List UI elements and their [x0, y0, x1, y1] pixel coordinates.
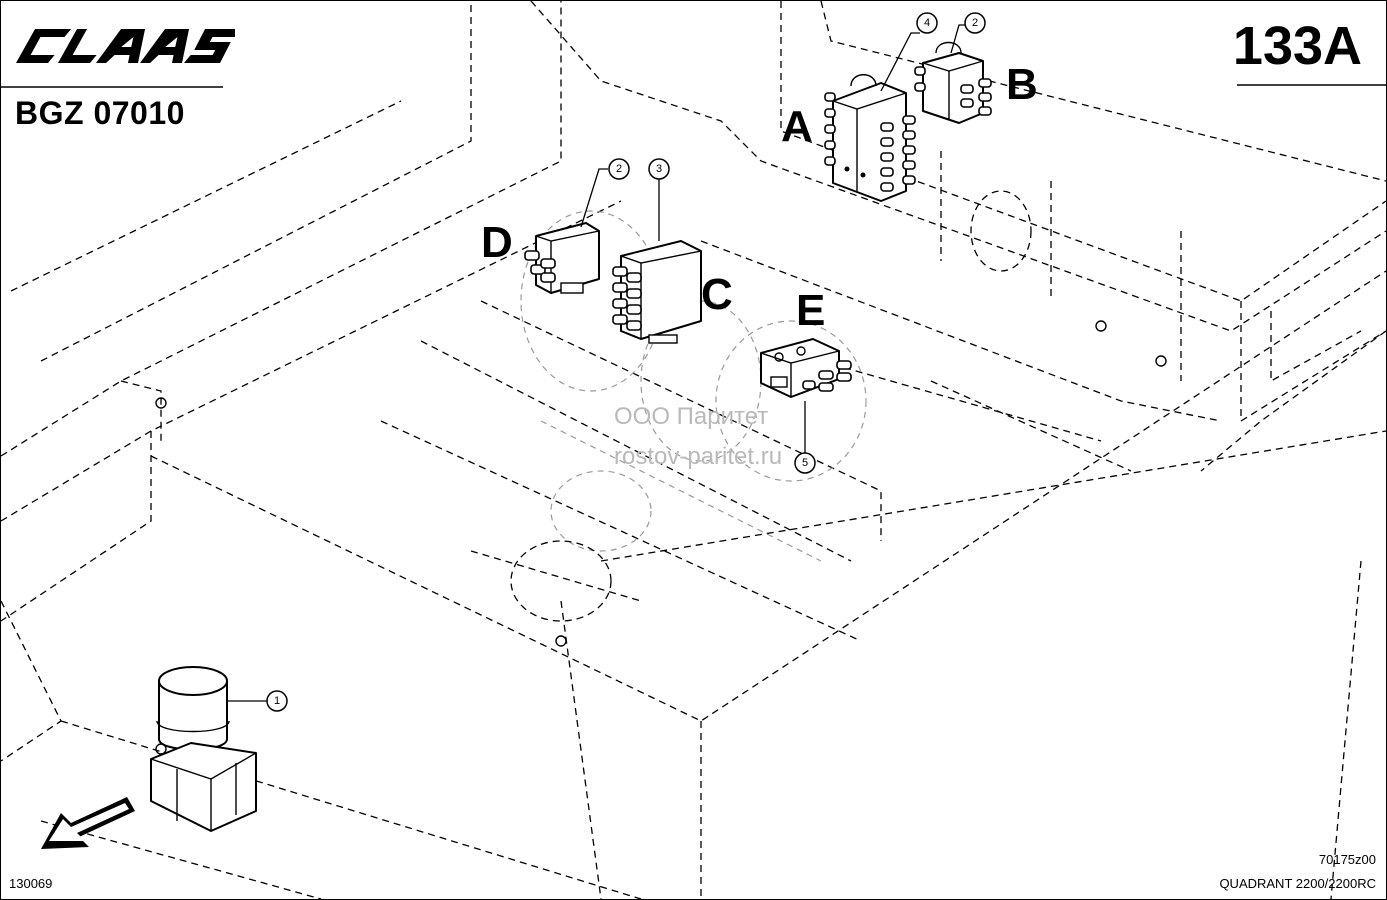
- watermark-company: ООО Паритет: [614, 403, 769, 430]
- label-b: B: [1006, 60, 1038, 109]
- direction-arrow-icon: [41, 797, 135, 849]
- watermark-website: rostov-paritet.ru: [614, 443, 783, 470]
- callout-1-number: 1: [274, 695, 280, 707]
- callout-2-number-b: 2: [972, 17, 978, 29]
- callout-2-block-d: 2: [608, 158, 630, 180]
- distributor-block-e: [760, 338, 852, 398]
- label-e: E: [796, 286, 826, 335]
- callout-5: 5: [794, 452, 816, 474]
- label-a: A: [781, 102, 813, 151]
- distributor-block-b: [914, 41, 992, 124]
- group-code: BGZ 07010: [15, 95, 185, 131]
- callout-4-number: 4: [924, 17, 930, 29]
- distributor-block-c: [612, 240, 702, 344]
- callout-3-number: 3: [656, 163, 662, 175]
- callout-2-number: 2: [616, 163, 622, 175]
- drawing-number: 70175z00: [1318, 852, 1376, 867]
- claas-logo-mark: [16, 29, 244, 63]
- callout-3: 3: [648, 158, 670, 180]
- lubrication-pump: [150, 666, 257, 832]
- distributor-block-d: [524, 222, 600, 294]
- label-d: D: [481, 218, 513, 267]
- claas-logo: [15, 23, 244, 74]
- callout-2-block-b: 2: [964, 12, 986, 34]
- callout-4: 4: [916, 12, 938, 34]
- distributor-block-a: [824, 74, 916, 202]
- callout-5-number: 5: [802, 457, 808, 469]
- callout-1: 1: [266, 690, 288, 712]
- reference-number: 130069: [9, 876, 53, 891]
- leader-lines: [227, 24, 965, 702]
- model-name: QUADRANT 2200/2200RC: [1219, 876, 1376, 891]
- page-number: 133A: [1232, 16, 1362, 76]
- label-c: C: [701, 270, 733, 319]
